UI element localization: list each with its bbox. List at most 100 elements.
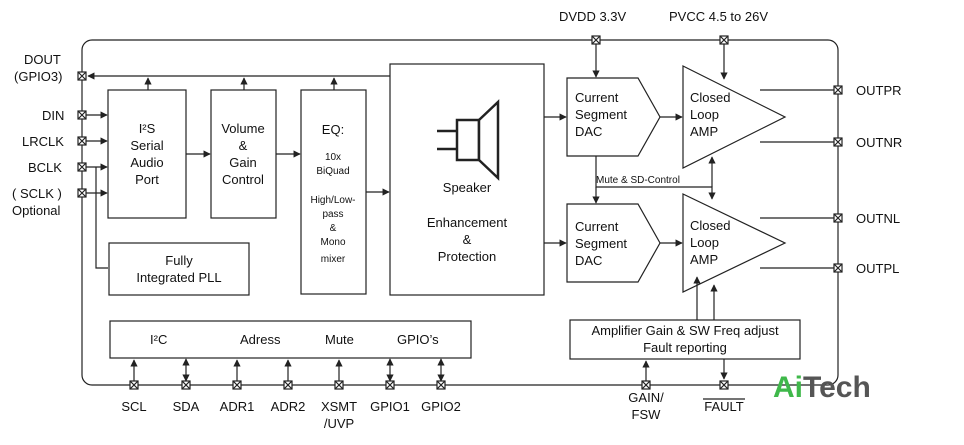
sclk-label: ( SCLK ) <box>12 186 62 201</box>
i2s-line-1: I²S <box>139 121 156 136</box>
outnl-label: OUTNL <box>856 211 900 226</box>
i2s-line-3: Audio <box>130 155 163 170</box>
eq-line-2: BiQuad <box>316 166 349 177</box>
i2s-line-2: Serial <box>130 138 163 153</box>
pin-scl <box>129 380 139 390</box>
pvcc-label: PVCC 4.5 to 26V <box>669 9 768 24</box>
control-mute-label: Mute <box>325 332 354 347</box>
pin-bclk <box>77 162 87 172</box>
amp-bottom-line-3: AMP <box>690 252 718 267</box>
dout-alt-label: (GPIO3) <box>14 69 62 84</box>
volume-line-1: Volume <box>221 121 264 136</box>
pll-line-1: Fully <box>165 253 193 268</box>
adr2-label: ADR2 <box>271 399 306 414</box>
amp-bottom-block <box>682 193 787 293</box>
din-label: DIN <box>42 108 64 123</box>
mute-sd-bus <box>595 156 716 200</box>
eq-block <box>300 89 367 295</box>
pin-gain <box>641 380 651 390</box>
enhancement-line-3: Protection <box>438 249 497 264</box>
mute-sd-label: Mute & SD-Control <box>596 175 680 186</box>
aitech-logo: AiTech <box>773 371 871 404</box>
pin-outpl <box>833 263 843 273</box>
control-i2c-label: I²C <box>150 332 167 347</box>
eq-line-1: 10x <box>325 152 341 163</box>
gain-adjust-line-1: Amplifier Gain & SW Freq adjust <box>591 323 779 338</box>
amp-top-line-1: Closed <box>690 90 730 105</box>
enhancement-line-2: & <box>463 232 472 247</box>
pll-feed-line <box>95 167 108 269</box>
bclk-label: BCLK <box>28 160 62 175</box>
amp-top-line-2: Loop <box>690 107 719 122</box>
pin-outpr <box>833 85 843 95</box>
pin-adr2 <box>283 380 293 390</box>
sda-label: SDA <box>173 399 200 414</box>
pin-dvdd <box>591 35 601 45</box>
dac-top-line-3: DAC <box>575 124 602 139</box>
dac-bottom-line-3: DAC <box>575 253 602 268</box>
uvp-label: /UVP <box>324 416 354 431</box>
dac-top-block <box>566 77 661 157</box>
dac-top-line-1: Current <box>575 90 619 105</box>
pin-lrclk <box>77 136 87 146</box>
pin-gpio2 <box>436 380 446 390</box>
amp-top-block <box>682 65 787 169</box>
dout-label: DOUT <box>24 52 61 67</box>
gain-label: GAIN/ <box>628 390 664 405</box>
pin-adr1 <box>232 380 242 390</box>
xsmt-label: XSMT <box>321 399 357 414</box>
eq-line-5: & <box>330 223 337 234</box>
gpio1-label: GPIO1 <box>370 399 410 414</box>
sclk-note-label: Optional <box>12 203 61 218</box>
eq-title: EQ: <box>322 122 344 137</box>
outpl-label: OUTPL <box>856 261 899 276</box>
volume-block <box>210 89 277 219</box>
scl-label: SCL <box>121 399 146 414</box>
pin-fault <box>719 380 729 390</box>
amp-bottom-line-2: Loop <box>690 235 719 250</box>
gain-adjust-line-2: Fault reporting <box>643 340 727 355</box>
control-bar <box>109 320 472 359</box>
fault-label: FAULT <box>704 399 744 414</box>
volume-line-2: & <box>239 138 248 153</box>
pin-outnl <box>833 213 843 223</box>
pin-sda <box>181 380 191 390</box>
svg-text:AiTech: AiTech <box>773 371 871 404</box>
gain-adjust-block <box>569 319 801 360</box>
outpr-label: OUTPR <box>856 83 902 98</box>
pin-outnr <box>833 137 843 147</box>
speaker-label: Speaker <box>443 180 492 195</box>
lrclk-label: LRCLK <box>22 134 64 149</box>
eq-line-3: High/Low- <box>310 195 355 206</box>
dvdd-label: DVDD 3.3V <box>559 9 627 24</box>
control-gpio-label: GPIO’s <box>397 332 439 347</box>
volume-line-4: Control <box>222 172 264 187</box>
enhancement-line-1: Enhancement <box>427 215 508 230</box>
pin-gpio1 <box>385 380 395 390</box>
gpio2-label: GPIO2 <box>421 399 461 414</box>
outnr-label: OUTNR <box>856 135 902 150</box>
logo-ai: Ai <box>773 371 803 404</box>
pin-sclk <box>77 188 87 198</box>
pin-dout <box>77 71 87 81</box>
logo-tech: Tech <box>803 371 871 404</box>
pll-block <box>108 242 250 296</box>
adr1-label: ADR1 <box>220 399 255 414</box>
fsw-label: FSW <box>632 407 662 422</box>
dac-bottom-line-2: Segment <box>575 236 627 251</box>
i2s-block <box>107 89 187 219</box>
amp-bottom-line-1: Closed <box>690 218 730 233</box>
control-address-label: Adress <box>240 332 281 347</box>
pin-din <box>77 110 87 120</box>
pin-pvcc <box>719 35 729 45</box>
enhancement-block <box>389 63 545 296</box>
dac-bottom-line-1: Current <box>575 219 619 234</box>
i2s-line-4: Port <box>135 172 159 187</box>
dac-top-line-2: Segment <box>575 107 627 122</box>
eq-line-7: mixer <box>321 254 346 265</box>
pin-xsmt <box>334 380 344 390</box>
eq-line-4: pass <box>322 209 343 220</box>
speaker-icon <box>437 99 500 181</box>
volume-line-3: Gain <box>229 155 256 170</box>
